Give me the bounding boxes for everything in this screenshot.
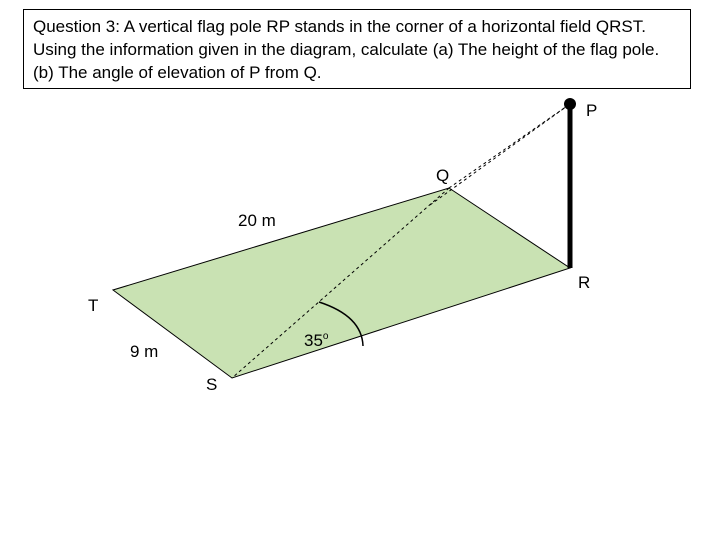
sight-line-qp [448, 103, 571, 189]
label-s: S [206, 375, 217, 394]
angle-value: 35 [304, 331, 323, 350]
field-qrst [111, 187, 572, 379]
diagonal-qs [231, 187, 450, 379]
label-r: R [578, 273, 590, 292]
angle-degree-mark: o [323, 331, 329, 342]
question-text: Question 3: A vertical flag pole RP stan… [33, 17, 660, 82]
label-p: P [586, 101, 597, 120]
label-q: Q [436, 166, 449, 185]
measure-st: 9 m [130, 342, 158, 361]
angle-arc [318, 301, 364, 347]
sight-line-sp [429, 103, 571, 206]
question-box: Question 3: A vertical flag pole RP stan… [23, 9, 691, 89]
label-t: T [88, 296, 98, 315]
measure-qr: 20 m [238, 211, 276, 230]
angle-label: 35o [304, 331, 329, 350]
pole-top-point [564, 98, 576, 110]
